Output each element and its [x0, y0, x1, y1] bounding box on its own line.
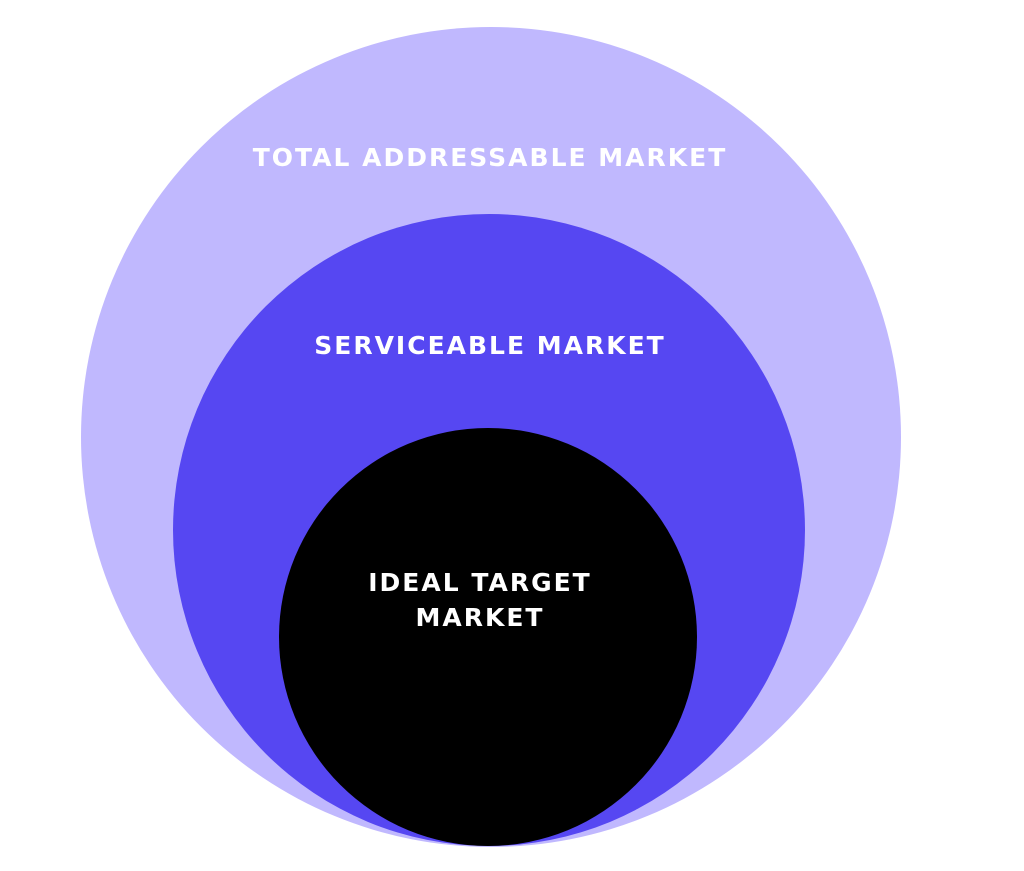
serviceable-market-label: SERVICEABLE MARKET [314, 331, 666, 360]
ideal-target-market-circle [279, 428, 697, 846]
ideal-target-market-label-line1: IDEAL TARGET [368, 568, 591, 597]
total-addressable-market-label: TOTAL ADDRESSABLE MARKET [253, 143, 728, 172]
ideal-target-market-label-line2: MARKET [416, 603, 545, 632]
